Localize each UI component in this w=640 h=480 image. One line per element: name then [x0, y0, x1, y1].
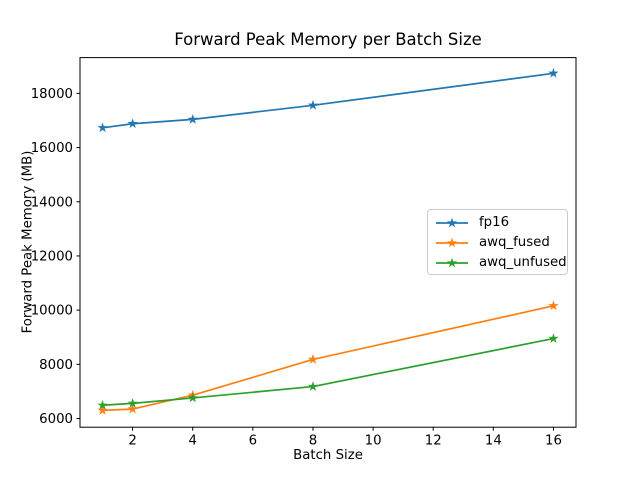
- x-tick-label: 8: [309, 434, 317, 449]
- legend-label: fp16: [479, 215, 510, 230]
- legend-item-awq_fused: awq_fused: [435, 233, 559, 253]
- x-axis-label: Batch Size: [293, 448, 363, 463]
- data-point-marker-awq_unfused: [97, 399, 108, 410]
- series-line-awq_fused: [101, 304, 555, 412]
- legend-item-awq_unfused: awq_unfused: [435, 253, 567, 273]
- data-point-marker-awq_fused: [307, 354, 319, 364]
- data-point-marker-awq_fused: [548, 300, 559, 311]
- y-tick-label: 10000: [31, 304, 73, 319]
- series-line-fp16: [101, 72, 555, 129]
- data-point-marker-fp16: [187, 113, 198, 124]
- chart-title: Forward Peak Memory per Batch Size: [174, 30, 482, 49]
- legend-label: awq_fused: [479, 235, 550, 250]
- y-tick-label: 6000: [39, 412, 73, 427]
- data-point-marker-awq_fused: [97, 405, 108, 415]
- data-point-marker-awq_unfused: [307, 381, 319, 391]
- x-tick-label: 14: [485, 434, 502, 449]
- x-tick-label: 12: [425, 434, 442, 449]
- plot-border: [79, 57, 577, 428]
- x-tick-label: 10: [365, 434, 382, 449]
- data-point-marker-fp16: [548, 67, 559, 78]
- y-tick-label: 8000: [39, 358, 73, 373]
- y-tick-label: 18000: [31, 87, 73, 102]
- y-tick-label: 16000: [31, 141, 73, 156]
- data-point-marker-fp16: [307, 99, 319, 110]
- data-point-marker-awq_unfused: [127, 397, 138, 408]
- legend-line-marker-icon: [436, 257, 468, 268]
- x-tick-label: 2: [128, 434, 136, 449]
- legend-line-marker-icon: [436, 217, 468, 228]
- y-axis-label: Forward Peak Memory (MB): [20, 150, 36, 334]
- data-point-marker-awq_unfused: [187, 392, 198, 403]
- y-tick-label: 14000: [31, 195, 73, 210]
- x-tick-label: 4: [188, 434, 196, 449]
- x-tick-label: 16: [545, 434, 562, 449]
- legend: fp16 awq_fused awq_unfused: [427, 209, 568, 275]
- series-line-awq_unfused: [101, 337, 555, 407]
- data-point-marker-fp16: [127, 118, 138, 129]
- data-point-marker-awq_unfused: [548, 333, 559, 343]
- legend-line-marker-icon: [436, 237, 468, 248]
- y-tick-label: 12000: [31, 250, 73, 265]
- x-tick-label: 6: [249, 434, 257, 449]
- data-point-marker-awq_fused: [127, 403, 138, 414]
- data-point-marker-fp16: [97, 122, 108, 133]
- legend-item-fp16: fp16: [435, 213, 559, 233]
- legend-label: awq_unfused: [479, 255, 567, 270]
